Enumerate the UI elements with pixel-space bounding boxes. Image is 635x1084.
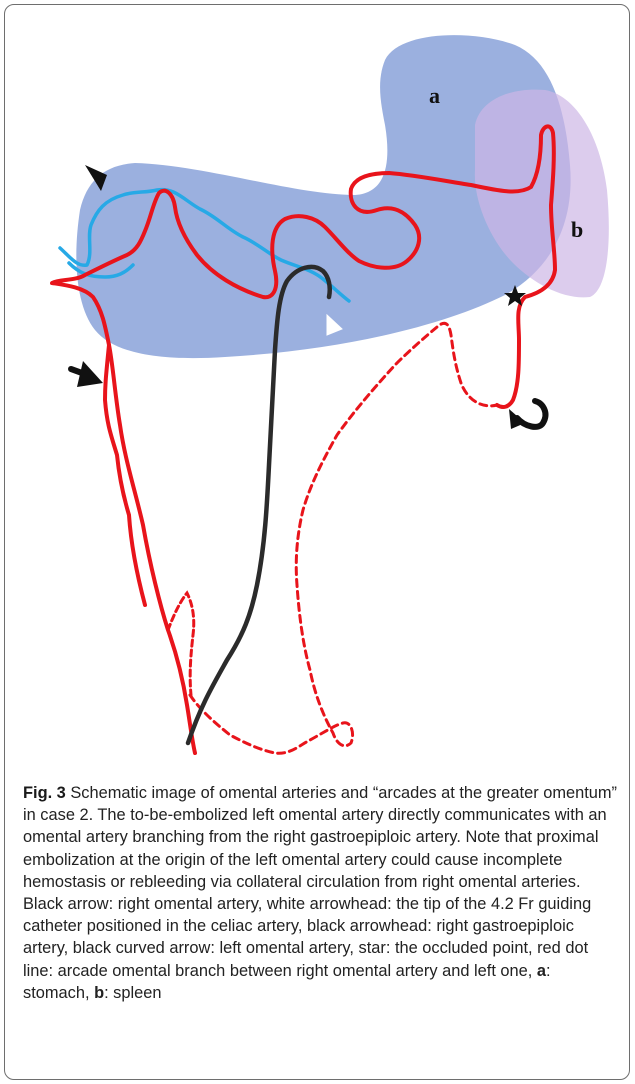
figure-caption: Fig. 3 Schematic image of omental arteri… <box>23 782 619 1004</box>
black-curved-arrow-icon <box>509 401 545 429</box>
caption-text: Schematic image of omental arteries and … <box>23 784 617 980</box>
black-arrow-icon <box>71 361 103 387</box>
caption-b-label: b <box>94 984 104 1002</box>
schematic-diagram: a b <box>5 5 630 775</box>
right-omental-vertical-line <box>105 345 145 605</box>
label-a: a <box>429 83 440 108</box>
caption-label: Fig. 3 <box>23 784 66 802</box>
figure-frame: a b Fig. 3 Schematic image of omental ar… <box>4 4 630 1080</box>
caption-text-3: : spleen <box>104 984 161 1002</box>
label-b: b <box>571 217 583 242</box>
arcade-omental-branch-line <box>190 323 497 753</box>
caption-a-label: a <box>537 962 546 980</box>
